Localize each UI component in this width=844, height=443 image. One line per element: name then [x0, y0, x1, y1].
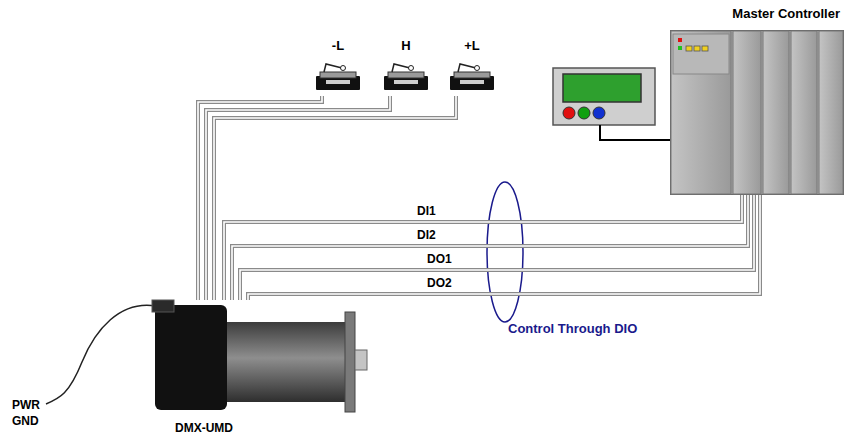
signal-name: DO1 [427, 252, 452, 267]
bundle-ellipse [487, 182, 523, 322]
switch-label: H [380, 38, 432, 54]
plc-rack [670, 30, 844, 195]
limit-switch-symbol [446, 62, 498, 92]
switch-label: -L [312, 38, 364, 54]
power-cable [46, 305, 156, 404]
bundle-caption: Control Through DIO [508, 321, 637, 336]
limit-switch-symbol [312, 62, 364, 92]
signal-name: DI1 [417, 204, 436, 219]
signal-name: DO2 [427, 276, 452, 291]
motor-label: DMX-UMD [175, 420, 233, 436]
hmi-panel [553, 68, 655, 125]
limit-switch: -L [312, 38, 364, 96]
hmi-cable [600, 125, 672, 140]
controller-title: Master Controller [670, 6, 844, 22]
servo-motor [150, 300, 370, 415]
limit-switch: H [380, 38, 432, 96]
ground-label: GND [12, 414, 39, 429]
wire [248, 195, 760, 300]
controller-node: Master Controller [670, 6, 844, 195]
motor-node: DMX-UMD [150, 300, 370, 440]
limit-switch: +L [446, 38, 498, 96]
signal-name: DI2 [417, 228, 436, 243]
power-label: PWR [12, 398, 40, 413]
limit-switch-symbol [380, 62, 432, 92]
wire [232, 195, 748, 300]
wire [240, 195, 754, 300]
switch-label: +L [446, 38, 498, 54]
